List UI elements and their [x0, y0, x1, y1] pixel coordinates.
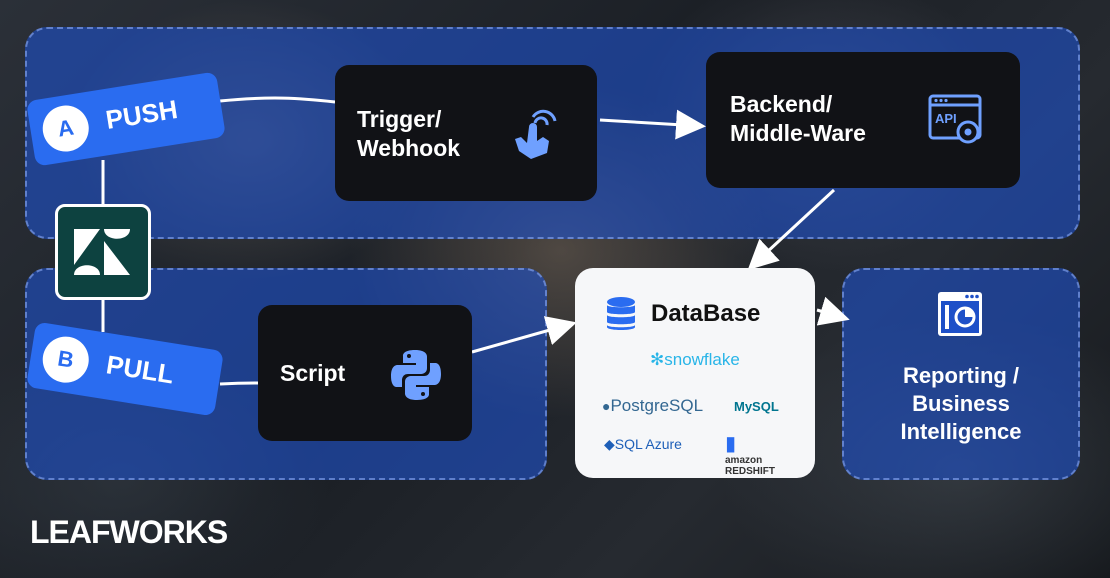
sql-azure-text: SQL Azure — [614, 436, 682, 452]
amazon-redshift-logo: ▮ amazon REDSHIFT — [725, 433, 775, 477]
backend-to-database-arrow — [747, 188, 836, 271]
backend-middleware-box: Backend/ Middle-Ware API — [706, 52, 1020, 188]
script-box: Script — [258, 305, 472, 441]
api-icon-text: API — [935, 111, 957, 126]
push-label: PUSH — [103, 94, 180, 135]
postgresql-logo: ●PostgreSQL — [602, 396, 703, 416]
push-to-trigger-line — [219, 96, 336, 104]
snowflake-text: snowflake — [664, 350, 740, 369]
azure-icon: ◆ — [604, 436, 615, 452]
snowflake-icon: ✻ — [650, 350, 665, 369]
leafworks-logo: LEAFWORKS — [30, 514, 228, 550]
script-to-database-arrow — [471, 316, 577, 354]
elephant-icon: ● — [602, 398, 611, 414]
mysql-text: MySQL — [734, 399, 779, 414]
python-icon — [391, 350, 441, 400]
bi-line2: Business — [912, 391, 1010, 416]
database-icon — [607, 297, 635, 330]
redshift-line1: amazon — [725, 455, 763, 466]
badge-letter-b: B — [39, 333, 93, 386]
backend-label-line1: Backend/ — [730, 91, 833, 117]
zendesk-logo — [55, 204, 151, 300]
redshift-icon: ▮ — [725, 433, 737, 455]
postgresql-text: PostgreSQL — [610, 396, 704, 415]
bi-line1: Reporting / — [902, 363, 1020, 388]
backend-label-line2: Middle-Ware — [730, 120, 866, 146]
pull-label: PULL — [104, 349, 176, 390]
bi-line3: Intelligence — [900, 419, 1022, 444]
trigger-to-backend-arrow — [599, 109, 706, 140]
reporting-bi-label: Reporting / Business Intelligence — [842, 362, 1080, 446]
database-card: DataBase — [575, 268, 815, 478]
sql-azure-logo: ◆SQL Azure — [604, 436, 682, 453]
redshift-line2: REDSHIFT — [725, 466, 775, 477]
database-title: DataBase — [651, 300, 761, 327]
trigger-label-line2: Webhook — [357, 135, 461, 161]
snowflake-logo: ✻snowflake — [650, 350, 740, 370]
zendesk-logo-icon — [74, 229, 130, 275]
mysql-logo: MySQL — [734, 399, 779, 414]
pull-to-script-line — [219, 381, 259, 386]
database-to-bi-arrow — [816, 296, 850, 326]
trigger-label-line1: Trigger/ — [357, 106, 442, 132]
trigger-webhook-box: Trigger/ Webhook — [335, 65, 597, 201]
touch-hand-icon — [515, 109, 557, 159]
api-gear-icon: API — [928, 94, 982, 144]
dashboard-icon — [938, 292, 982, 336]
badge-letter-a: A — [39, 102, 93, 155]
script-label: Script — [280, 360, 346, 386]
